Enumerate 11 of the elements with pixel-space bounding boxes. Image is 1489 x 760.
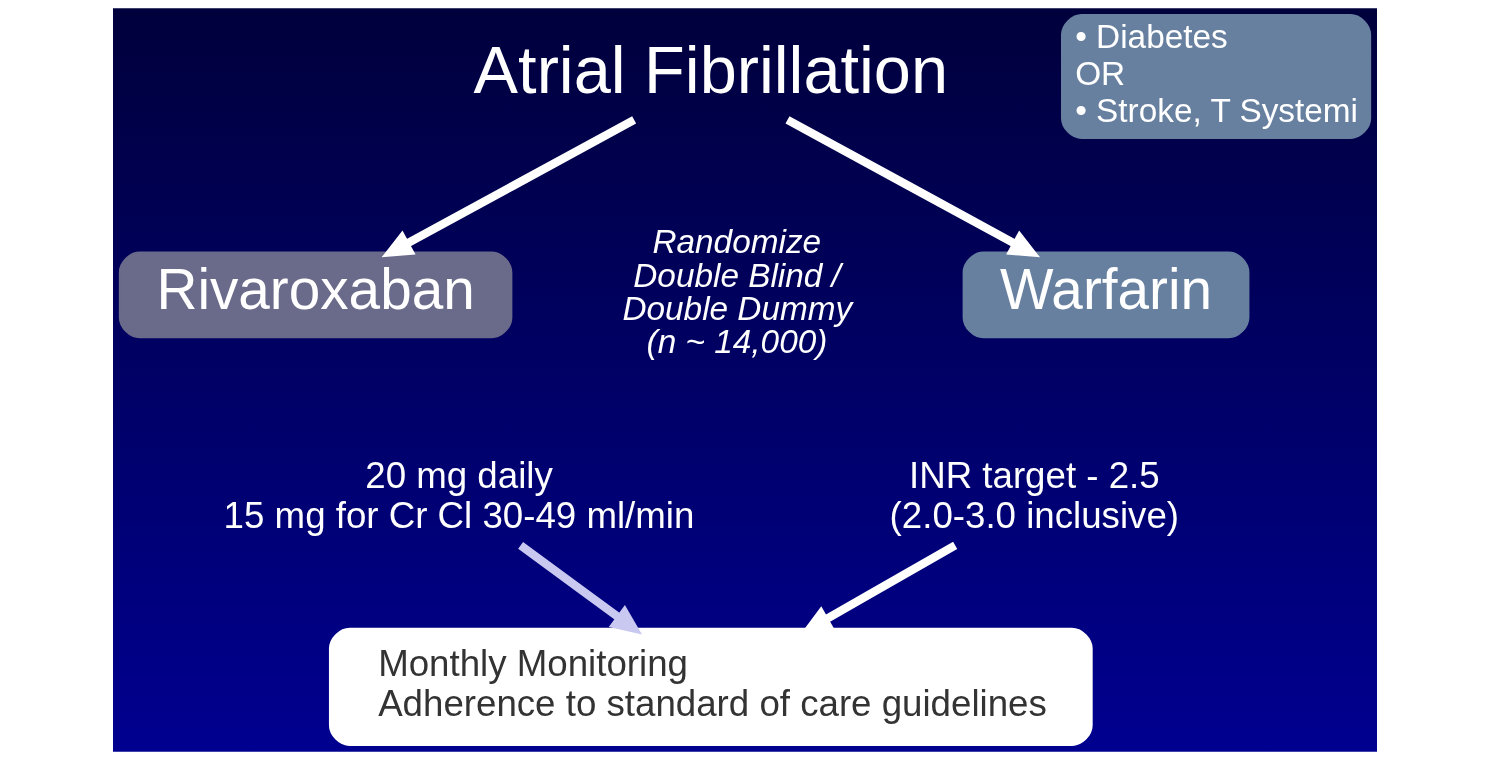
- node-text: INR target - 2.5 (2.0-3.0 inclusive): [889, 454, 1179, 536]
- node-text: 20 mg daily 15 mg for Cr Cl 30-49 ml/min: [223, 454, 694, 536]
- node-box: • Diabetes OR • Stroke, T Systemi: [1060, 13, 1371, 140]
- arrow: [381, 116, 636, 258]
- node-box: Warfarin: [962, 251, 1249, 339]
- arrow: [785, 116, 1040, 258]
- label: Randomize Double Blind / Double Dummy (n ~ 14,000): [621, 223, 852, 361]
- arrow: [517, 541, 642, 635]
- node-box: Monthly Monitoring Adherence to standard of care guidelines: [328, 627, 1093, 747]
- node-box: Rivaroxaban: [118, 251, 512, 339]
- node-text: Atrial Fibrillation: [473, 33, 948, 108]
